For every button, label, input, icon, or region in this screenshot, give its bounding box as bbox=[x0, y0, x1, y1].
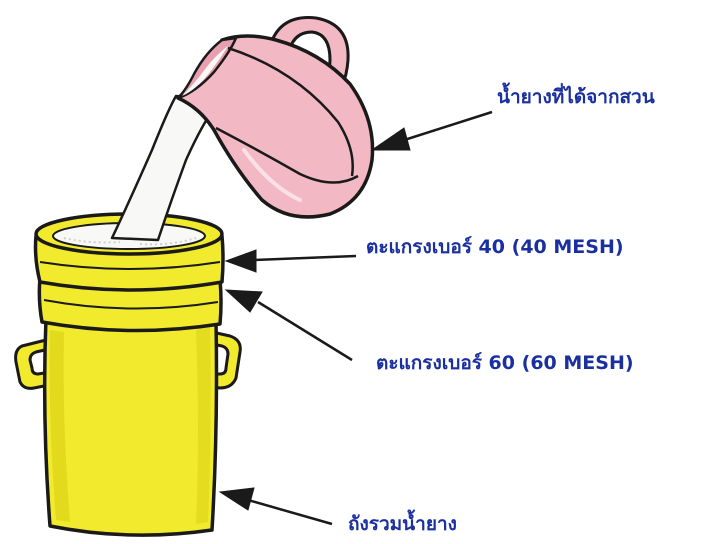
latex-stream bbox=[110, 94, 222, 242]
pitcher-latex-spout bbox=[182, 46, 228, 96]
bucket-body-shade bbox=[49, 330, 70, 522]
label-sieve-60: ตะแกรงเบอร์ 60 (60 MESH) bbox=[376, 354, 634, 373]
label-sieve-40-mesh: MESH bbox=[553, 236, 615, 258]
label-sieve-60-mesh: MESH bbox=[563, 352, 625, 374]
label-sieve-40-open: (40 bbox=[511, 236, 554, 258]
sieve-60-collar-line bbox=[43, 299, 219, 310]
label-sieve-40-close: ) bbox=[614, 236, 624, 258]
label-sieve-60-close: ) bbox=[624, 352, 634, 374]
label-sieve-40-thai: ตะแกรงเบอร์ 40 bbox=[366, 236, 506, 258]
yellow-bucket-icon bbox=[14, 212, 242, 537]
pitcher-band-upper bbox=[227, 46, 354, 177]
pink-pitcher-icon bbox=[176, 16, 375, 219]
label-collection-tank: ถังรวมน้ำยาง bbox=[348, 513, 457, 535]
label-latex-from-garden: น้ำยางที่ได้จากสวน bbox=[497, 86, 655, 108]
pitcher-highlight bbox=[242, 148, 302, 202]
latex-surface-texture bbox=[63, 237, 197, 246]
arrow-pitcher-shaft bbox=[397, 110, 493, 144]
arrow-sieve40-shaft bbox=[253, 254, 357, 262]
pitcher-body bbox=[176, 34, 375, 219]
arrow-icon bbox=[218, 110, 493, 526]
bucket-body-shade-right bbox=[196, 326, 211, 524]
label-sieve-60-thai: ตะแกรงเบอร์ 60 bbox=[376, 352, 516, 374]
label-sieve-40: ตะแกรงเบอร์ 40 (40 MESH) bbox=[366, 238, 624, 257]
arrow-sieve40-head bbox=[224, 249, 257, 273]
arrow-pitcher-head bbox=[370, 127, 411, 151]
bucket-body bbox=[42, 316, 219, 537]
arrow-sieve60-head bbox=[224, 289, 263, 313]
arrow-sieve60-shaft bbox=[257, 300, 353, 362]
label-sieve-60-open: (60 bbox=[521, 352, 564, 374]
pitcher-band-lower bbox=[215, 126, 359, 184]
sieve-40-collar-line bbox=[39, 261, 221, 270]
arrow-tank-head bbox=[218, 487, 255, 511]
arrow-tank-shaft bbox=[247, 498, 333, 526]
